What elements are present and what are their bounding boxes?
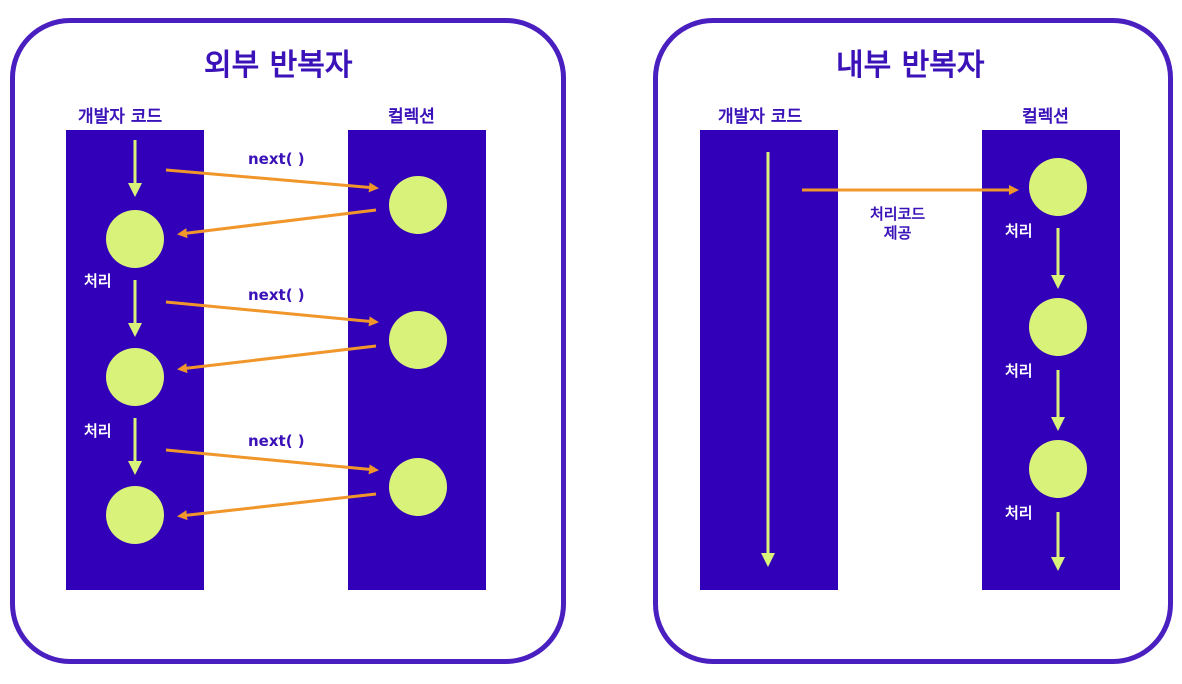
external-dev-node-2: [106, 348, 164, 406]
external-dev-node-3: [106, 486, 164, 544]
internal-provide-label: 처리코드 제공: [870, 205, 925, 243]
external-collection-node-3: [389, 458, 447, 516]
external-iterator-title: 외부 반복자: [204, 48, 353, 83]
internal-collection-node-1: [1029, 158, 1087, 216]
external-next-label-1: next( ): [248, 150, 305, 168]
external-return-arrow-1: [177, 208, 377, 239]
internal-collection-label: 컬렉션: [1022, 107, 1069, 127]
external-dev-node-1: [106, 210, 164, 268]
external-dev-code-label: 개발자 코드: [78, 107, 163, 127]
external-next-label-3: next( ): [248, 432, 305, 450]
internal-provide-label-line1: 처리코드: [870, 205, 926, 223]
external-next-arrow-2: [165, 300, 379, 327]
external-process-label-1: 처리: [84, 272, 112, 290]
external-next-arrow-1: [165, 168, 379, 193]
internal-process-label-3: 처리: [1005, 504, 1033, 522]
internal-collection-node-3: [1029, 440, 1087, 498]
external-collection-node-2: [389, 311, 447, 369]
internal-collection-node-2: [1029, 298, 1087, 356]
external-return-arrow-3: [177, 492, 377, 521]
external-return-arrow-2: [177, 344, 377, 374]
external-collection-label: 컬렉션: [388, 107, 435, 127]
internal-process-label-1: 처리: [1005, 222, 1033, 240]
external-collection-node-1: [389, 176, 447, 234]
external-next-arrow-3: [165, 448, 379, 475]
internal-dev-code-label: 개발자 코드: [718, 107, 803, 127]
external-next-label-2: next( ): [248, 286, 305, 304]
internal-process-label-2: 처리: [1005, 362, 1033, 380]
internal-iterator-title: 내부 반복자: [836, 48, 985, 83]
internal-provide-label-line2: 제공: [883, 224, 912, 242]
external-process-label-2: 처리: [84, 422, 112, 440]
